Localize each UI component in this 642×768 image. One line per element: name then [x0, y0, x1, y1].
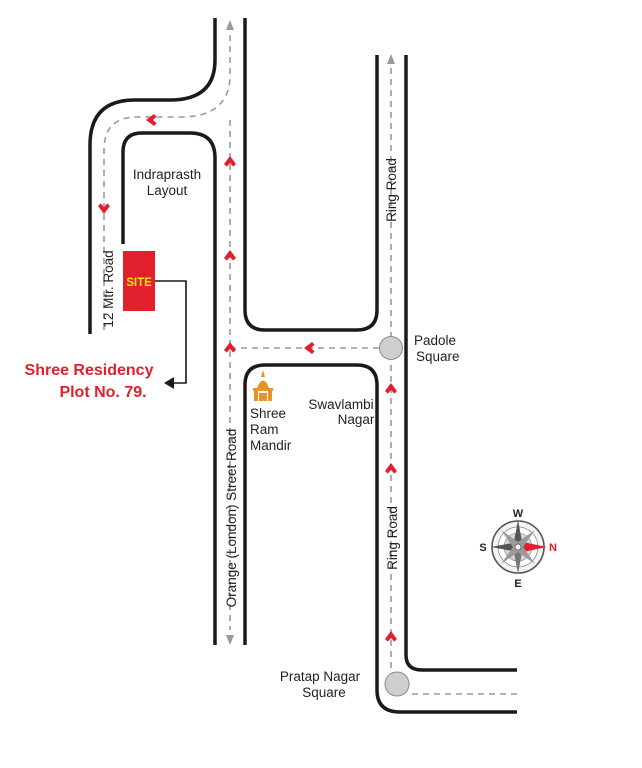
road-edge-12m-inner [121, 131, 217, 645]
direction-arrow [224, 156, 236, 167]
compass-east-label: E [514, 578, 521, 590]
padole-square-marker [379, 336, 403, 360]
route-end-arrows [226, 20, 395, 645]
site-label: SITE [126, 277, 152, 289]
road-label-orange-street: Orange (London) Street Road [224, 429, 239, 608]
site-box [123, 251, 155, 311]
ring-road-north-arrowhead [387, 54, 395, 64]
direction-arrow [304, 342, 315, 354]
compass-north-pointer [518, 541, 547, 553]
direction-arrow [385, 631, 397, 642]
road-edge-ring [404, 55, 517, 672]
indraprasth-layout-label-line1: Indraprasth [133, 167, 201, 182]
indraprasth-layout-label-line2: Layout [147, 183, 188, 198]
swavlambi-nagar-label-line2: Nagar [338, 412, 375, 427]
plot-number: Plot No. 79. [59, 384, 146, 401]
road-edge-orange-upper [243, 18, 379, 332]
direction-arrow [385, 383, 397, 394]
swavlambi-nagar-label-line1: Swavlambi [308, 397, 373, 412]
temple-icon [253, 370, 273, 401]
direction-arrow [385, 463, 397, 474]
site-leader-arrowhead [164, 377, 174, 389]
site-name: Shree Residency [25, 362, 154, 379]
road-edge-orange-lower [243, 363, 517, 714]
compass-west-label: W [513, 508, 524, 520]
direction-arrow [224, 342, 236, 353]
compass-rose [491, 520, 547, 574]
pratap-nagar-label-line2: Square [302, 685, 346, 700]
orange-road-south-arrowhead [226, 635, 234, 645]
road-edge-12m-outer [88, 18, 217, 334]
compass-south-label: S [479, 542, 486, 554]
direction-arrow [146, 114, 157, 126]
padole-square-label-line2: Square [416, 349, 460, 364]
road-label-12m: 12 Mtr. Road [101, 250, 116, 327]
orange-road-north-arrowhead [226, 20, 234, 30]
road-label-ring-upper: Ring Road [384, 158, 399, 222]
direction-arrow [98, 203, 110, 214]
route-dashes [103, 30, 517, 695]
temple-label-line1: Shree [250, 406, 286, 421]
road-edges [88, 18, 517, 714]
pratap-nagar-square-marker [384, 671, 410, 697]
pratap-nagar-label-line1: Pratap Nagar [280, 669, 361, 684]
site-leader-line [155, 280, 187, 384]
route-12m-road [103, 30, 231, 330]
compass-north-label: N [549, 542, 557, 554]
road-label-ring-lower: Ring Road [385, 506, 400, 570]
padole-square-label-line1: Padole [414, 333, 456, 348]
site-marker: SITE [123, 251, 155, 311]
direction-arrows [98, 114, 397, 642]
direction-arrow [224, 250, 236, 261]
temple-label-line2: Ram [250, 422, 279, 437]
temple-label-line3: Mandir [250, 438, 292, 453]
